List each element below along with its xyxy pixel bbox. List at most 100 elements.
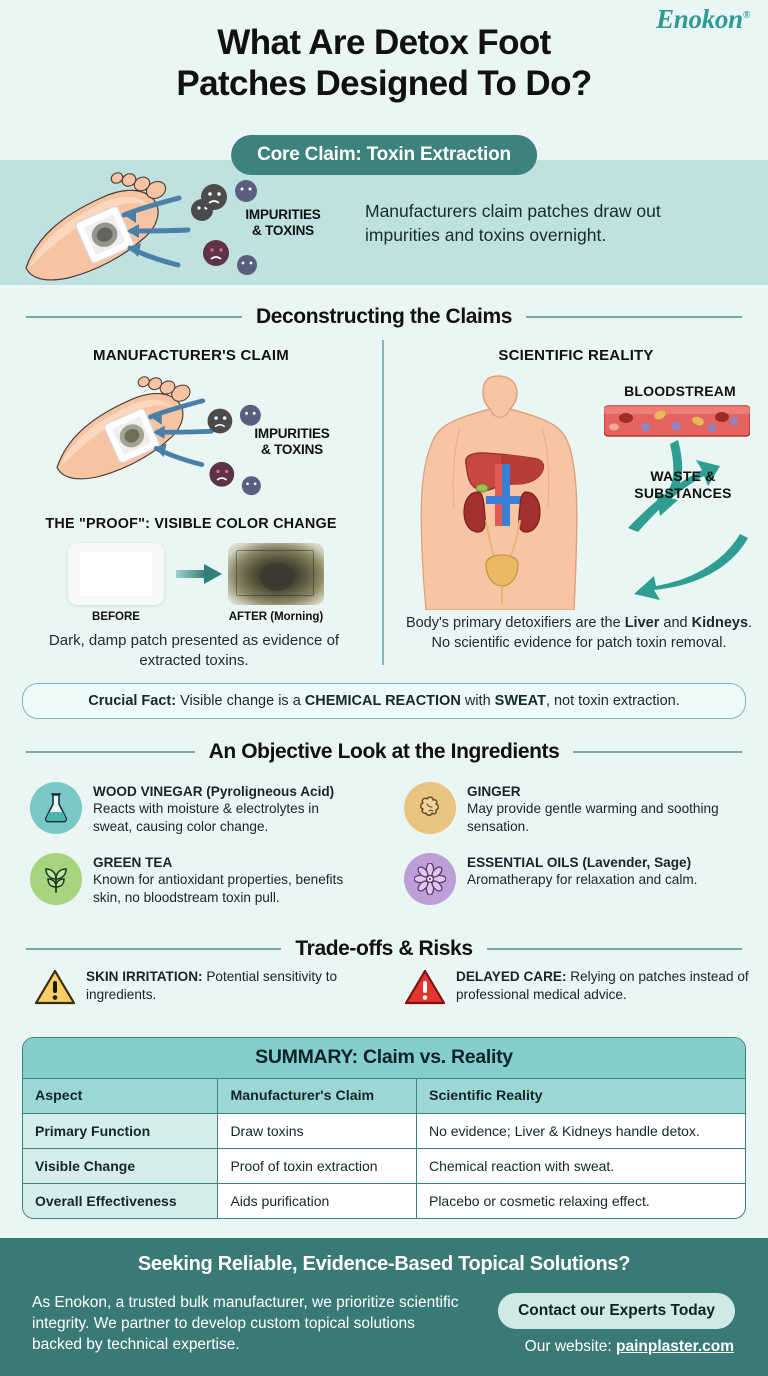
bloodstream-vessel-illustration [604, 405, 750, 437]
sci-caption-liver: Liver [624, 615, 660, 631]
sci-caption-part3: . No scientific evidence for patch toxin… [431, 615, 753, 651]
ingredient-wood-vinegar: WOOD VINEGAR (Pyroligneous Acid) Reacts … [30, 782, 360, 835]
ingredient-title: GINGER [467, 784, 521, 799]
crucial-part1: Visible change is a [176, 693, 305, 709]
waste-line2: SUBSTANCES [634, 484, 732, 501]
table-row: Overall Effectiveness Aids purification … [23, 1183, 745, 1218]
summary-table: SUMMARY: Claim vs. Reality Aspect Manufa… [22, 1037, 746, 1219]
scientific-reality-heading: SCIENTIFIC REALITY [498, 347, 654, 364]
website-line: Our website: painplaster.com [525, 1338, 734, 1356]
row-reality: Chemical reaction with sweat. [416, 1148, 745, 1184]
section-title-ingredients: An Objective Look at the Ingredients [0, 740, 768, 764]
toxin-germ-cluster-hero [201, 180, 257, 275]
section-title-risks: Trade-offs & Risks [0, 937, 768, 961]
tea-leaf-icon [30, 853, 82, 905]
divider-right [526, 316, 742, 318]
ingredient-text: WOOD VINEGAR (Pyroligneous Acid) Reacts … [93, 782, 360, 835]
warning-triangle-yellow-icon [34, 969, 76, 1005]
waste-substances-label: WASTE & SUBSTANCES [608, 468, 758, 502]
row-aspect: Overall Effectiveness [23, 1183, 219, 1218]
ingredient-title: GREEN TEA [93, 855, 173, 870]
row-reality: Placebo or cosmetic relaxing effect. [416, 1183, 745, 1218]
impurities-line1: IMPURITIES [245, 207, 321, 222]
ingredient-title: ESSENTIAL OILS (Lavender, Sage) [467, 855, 692, 870]
page-title: What Are Detox Foot Patches Designed To … [0, 22, 768, 105]
crucial-part2: with [460, 693, 495, 709]
proof-caption: Dark, damp patch presented as evidence o… [48, 632, 340, 669]
patch-before-image [68, 543, 164, 605]
risk-skin-irritation: SKIN IRRITATION: Potential sensitivity t… [34, 968, 374, 1006]
table-row: Visible Change Proof of toxin extraction… [23, 1148, 745, 1184]
core-claim-pill: Core Claim: Toxin Extraction [231, 135, 537, 175]
ingredient-title: WOOD VINEGAR (Pyroligneous Acid) [93, 784, 335, 799]
sci-caption-kidneys: Kidneys [691, 615, 749, 631]
crucial-bold2: SWEAT [494, 693, 546, 709]
page-title-line1: What Are Detox Foot [217, 23, 551, 62]
section-heading: Deconstructing the Claims [255, 305, 513, 328]
row-reality: No evidence; Liver & Kidneys handle deto… [416, 1113, 745, 1149]
risk-desc: Potential sensitivity to ingredients. [86, 969, 338, 1002]
registered-mark: ® [742, 10, 750, 21]
bloodstream-label: BLOODSTREAM [624, 383, 736, 399]
impurities-claim-line1: IMPURITIES [254, 426, 330, 441]
flask-icon [30, 782, 82, 834]
column-divider [382, 340, 384, 665]
row-aspect: Visible Change [23, 1148, 219, 1184]
divider-right [573, 751, 743, 753]
row-claim: Proof of toxin extraction [217, 1148, 417, 1184]
foot-patch-illustration-claim [56, 376, 214, 480]
before-label: BEFORE [92, 611, 140, 623]
warning-triangle-red-icon [404, 969, 446, 1005]
website-link[interactable]: painplaster.com [615, 1338, 734, 1355]
manufacturer-claim-heading: MANUFACTURER'S CLAIM [93, 347, 289, 364]
page-title-line2: Patches Designed To Do? [176, 64, 592, 104]
crucial-fact-banner: Crucial Fact: Visible change is a CHEMIC… [22, 683, 746, 719]
patch-after-image [228, 543, 324, 605]
risk-desc: Relying on patches instead of profession… [456, 969, 749, 1002]
section-title-deconstructing: Deconstructing the Claims [0, 305, 768, 329]
table-header-row: Aspect Manufacturer's Claim Scientific R… [23, 1078, 745, 1114]
crucial-bold1: CHEMICAL REACTION [304, 693, 461, 709]
flower-icon [404, 853, 456, 905]
impurities-label-claim: IMPURITIES & TOXINS [232, 426, 352, 458]
impurities-label-hero: IMPURITIES & TOXINS [228, 207, 338, 239]
foot-patch-illustration-hero [25, 172, 213, 281]
brand-logo: Enokon® [656, 4, 750, 35]
sci-caption-part1: Body's primary detoxifiers are the [405, 615, 625, 631]
ingredient-essential-oils: ESSENTIAL OILS (Lavender, Sage) Aromathe… [404, 853, 754, 905]
divider-right [486, 948, 742, 950]
footer-heading: Seeking Reliable, Evidence-Based Topical… [137, 1253, 631, 1275]
after-label: AFTER (Morning) [228, 611, 324, 623]
sci-caption-part2: and [659, 615, 692, 631]
risk-title: SKIN IRRITATION: [86, 969, 203, 984]
divider-left [26, 316, 242, 318]
section-heading: An Objective Look at the Ingredients [208, 740, 560, 763]
row-aspect: Primary Function [23, 1113, 219, 1149]
ingredient-desc: May provide gentle warming and soothing … [467, 801, 719, 834]
risk-delayed-care: DELAYED CARE: Relying on patches instead… [404, 968, 754, 1006]
column-header-reality: Scientific Reality [416, 1078, 745, 1114]
website-prefix: Our website: [524, 1338, 616, 1355]
human-body-organs-illustration [420, 375, 578, 610]
impurities-line2: & TOXINS [252, 223, 314, 239]
transition-arrow-icon [176, 564, 222, 584]
column-header-aspect: Aspect [23, 1078, 219, 1114]
ingredient-text: GREEN TEA Known for antioxidant properti… [93, 853, 360, 906]
risk-text: SKIN IRRITATION: Potential sensitivity t… [86, 968, 374, 1003]
crucial-fact-label: Crucial Fact: [88, 693, 177, 709]
crucial-part3: , not toxin extraction. [545, 693, 680, 709]
divider-left [26, 948, 282, 950]
brand-name: Enokon [656, 4, 743, 34]
ingredient-desc: Known for antioxidant properties, benefi… [93, 872, 344, 905]
risk-title: DELAYED CARE: [456, 969, 567, 984]
impurities-claim-line2: & TOXINS [261, 442, 323, 458]
hero-body-text: Manufacturers claim patches draw out imp… [365, 201, 661, 245]
column-header-claim: Manufacturer's Claim [217, 1078, 417, 1114]
toxin-germ-cluster-claim [207, 404, 261, 496]
ingredient-text: ESSENTIAL OILS (Lavender, Sage) Aromathe… [467, 853, 697, 889]
ingredient-desc: Reacts with moisture & electrolytes in s… [93, 801, 319, 834]
proof-heading: THE "PROOF": VISIBLE COLOR CHANGE [45, 516, 337, 532]
waste-line1: WASTE & [650, 468, 716, 484]
contact-experts-button[interactable]: Contact our Experts Today [498, 1293, 735, 1329]
